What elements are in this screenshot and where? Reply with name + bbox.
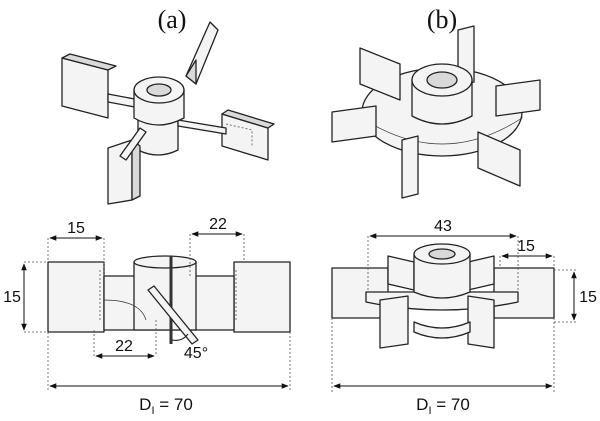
dim-a-top-right: 22 xyxy=(209,216,227,233)
blade-b-6 xyxy=(331,105,377,143)
panel-label-b: (b) xyxy=(427,5,457,34)
pitched-blade-side: 15 22 15 22 45° DI = 70 xyxy=(3,216,291,417)
dim-a-left-height: 15 xyxy=(3,289,21,306)
dim-b-right-height: 15 xyxy=(579,289,597,306)
blade-b-5 xyxy=(401,135,419,199)
side-b-hub xyxy=(413,253,471,299)
pitched-blade-3d xyxy=(61,21,275,205)
dim-a-angle: 45° xyxy=(184,345,208,362)
side-a-left-blade xyxy=(47,261,105,333)
panel-label-a: (a) xyxy=(158,5,187,34)
dim-b-diameter: DI = 70 xyxy=(416,395,470,417)
side-a-right-blade xyxy=(233,261,291,333)
blade-b-4 xyxy=(477,131,521,187)
dim-a-top-left: 15 xyxy=(67,220,85,237)
rushton-turbine-3d xyxy=(331,25,541,199)
dim-b-right-width: 15 xyxy=(517,238,535,255)
side-a-hub xyxy=(133,261,197,331)
blade-b-1 xyxy=(359,47,401,101)
dim-a-bottom: 22 xyxy=(115,338,133,355)
rushton-turbine-side: 43 15 15 DI = 70 xyxy=(331,218,597,417)
dim-b-top: 43 xyxy=(434,218,452,235)
side-a-inclined-blade xyxy=(147,285,199,345)
blade-b-3 xyxy=(495,79,541,117)
dim-a-diameter: DI = 70 xyxy=(139,395,193,417)
